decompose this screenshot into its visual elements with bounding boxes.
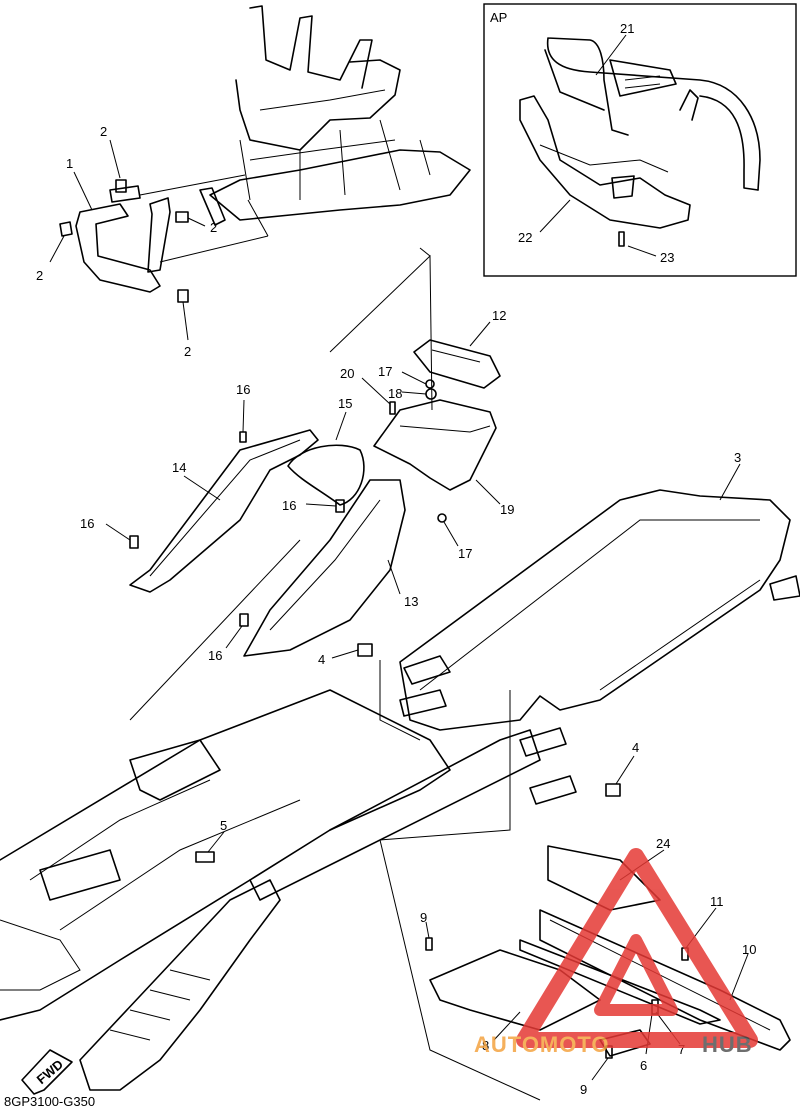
part-1-bracket: 1 2 2 2 2 [36, 124, 217, 359]
fwd-label: FWD [34, 1057, 66, 1088]
watermark-logo [516, 848, 758, 1048]
inset-label: AP [490, 10, 507, 25]
callout-16c: 16 [282, 498, 296, 513]
callout-23: 23 [660, 250, 674, 265]
front-frame [139, 5, 471, 263]
callout-2b: 2 [36, 268, 43, 283]
part-3-rack: 3 4 4 [318, 450, 800, 805]
main-frame: 5 [0, 539, 541, 1101]
callout-2c: 2 [210, 220, 217, 235]
callout-17a: 17 [378, 364, 392, 379]
callout-15: 15 [338, 396, 352, 411]
callout-16a: 16 [236, 382, 250, 397]
callout-9a: 9 [420, 910, 427, 925]
rear-panel-parts: 12 17 18 20 19 17 [329, 247, 514, 561]
callout-20: 20 [340, 366, 354, 381]
lower-parts: 9 9 11 10 24 6 7 8 [420, 836, 791, 1097]
callout-6: 6 [640, 1058, 647, 1073]
callout-12: 12 [492, 308, 506, 323]
callout-11: 11 [710, 894, 724, 909]
callout-18: 18 [388, 386, 402, 401]
callout-4b: 4 [632, 740, 639, 755]
watermark-text-2: HUB [702, 1032, 753, 1057]
watermark-text-1: AUTOMOTO [474, 1032, 610, 1057]
callout-16d: 16 [208, 648, 222, 663]
callout-22: 22 [518, 230, 532, 245]
callout-1: 1 [66, 156, 73, 171]
callout-2d: 2 [184, 344, 191, 359]
callout-10: 10 [742, 942, 756, 957]
callout-4a: 4 [318, 652, 325, 667]
callout-7: 7 [678, 1042, 685, 1057]
callout-2a: 2 [100, 124, 107, 139]
callout-16b: 16 [80, 516, 94, 531]
side-covers: 16 16 16 16 14 15 13 [80, 382, 418, 663]
callout-9b: 9 [580, 1082, 587, 1097]
callout-17b: 17 [458, 546, 472, 561]
callout-13: 13 [404, 594, 418, 609]
inset-ap: AP 21 22 23 [483, 3, 797, 277]
callout-5: 5 [220, 818, 227, 833]
callout-19: 19 [500, 502, 514, 517]
callout-24: 24 [656, 836, 670, 851]
callout-21: 21 [620, 21, 634, 36]
callout-3: 3 [734, 450, 741, 465]
watermark: AUTOMOTO HUB [474, 848, 758, 1057]
drawing-code: 8GP3100-G350 [4, 1094, 95, 1109]
callout-8: 8 [482, 1038, 489, 1053]
callout-14: 14 [172, 460, 186, 475]
fwd-arrow: FWD [21, 1049, 73, 1095]
